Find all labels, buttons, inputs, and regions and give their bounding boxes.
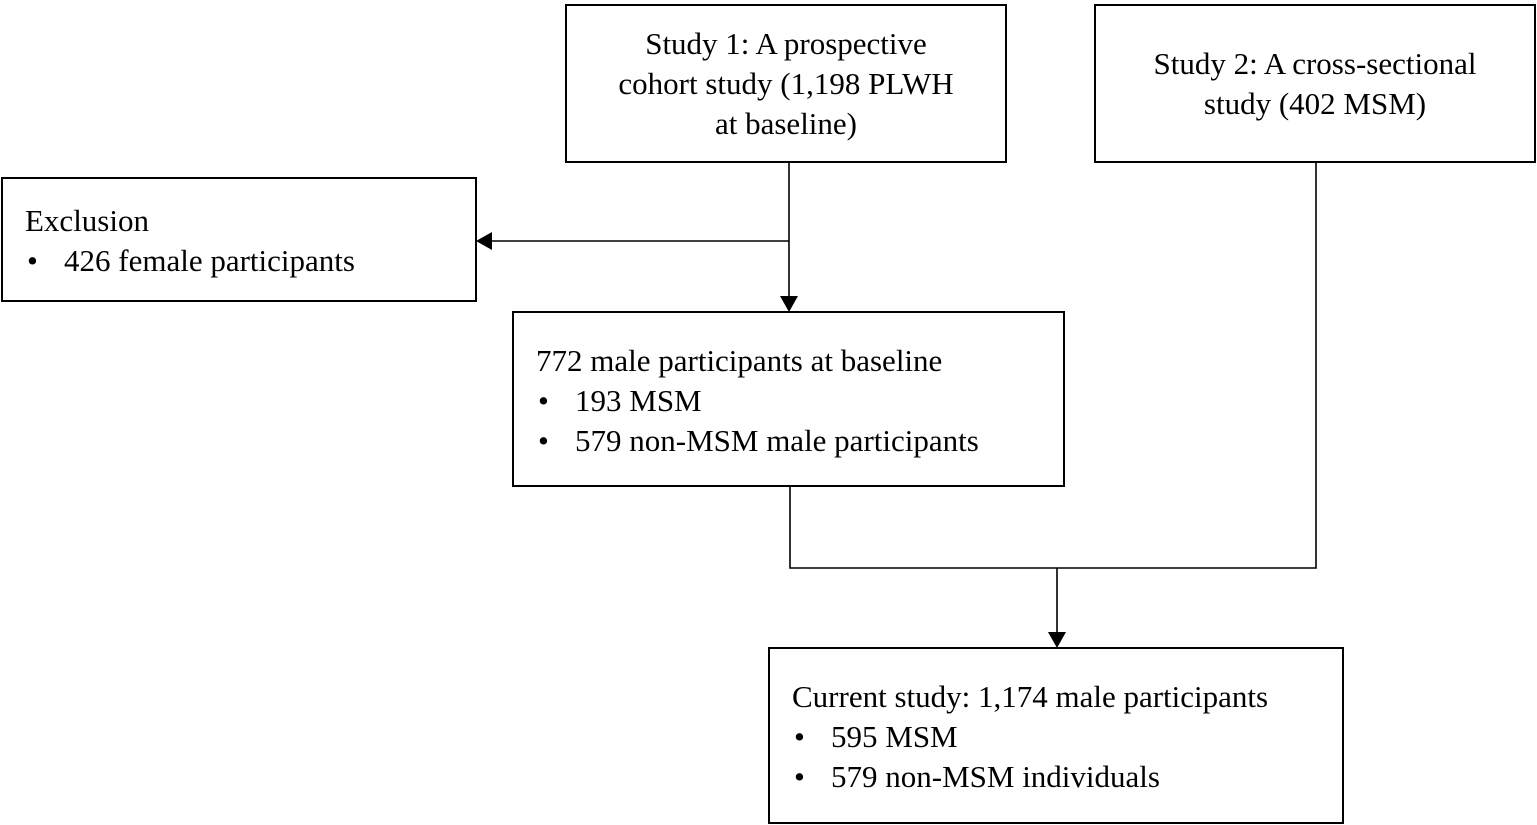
- current-study-bullet-item: • 595 MSM: [792, 717, 1342, 757]
- male-baseline-bullet-text: 193 MSM: [575, 383, 702, 418]
- merge-to-current-arrowhead: [1048, 632, 1066, 648]
- bullet-glyph: •: [538, 383, 549, 418]
- exclusion-bullet-item: • 426 female participants: [25, 241, 475, 281]
- exclusion-bullet-list: • 426 female participants: [25, 241, 475, 281]
- study1-line-1: Study 1: A prospective: [645, 25, 927, 61]
- study1-box: Study 1: A prospective cohort study (1,1…: [565, 4, 1007, 163]
- study2-box: Study 2: A cross-sectional study (402 MS…: [1094, 4, 1536, 163]
- study2-line-2: study (402 MSM): [1203, 85, 1427, 121]
- bullet-glyph: •: [794, 719, 805, 754]
- current-study-bullet-item: • 579 non-MSM individuals: [792, 757, 1342, 797]
- exclusion-arrowhead: [476, 232, 492, 250]
- study2-to-merge-line: [1057, 162, 1317, 569]
- exclusion-heading: Exclusion: [25, 203, 149, 238]
- male-baseline-bullet-text: 579 non-MSM male participants: [575, 423, 979, 458]
- study1-line-3: at baseline): [714, 105, 857, 141]
- current-study-bullet-list: • 595 MSM • 579 non-MSM individuals: [792, 717, 1342, 797]
- male-baseline-bullet-item: • 579 non-MSM male participants: [536, 421, 1063, 461]
- study1-to-baseline-arrowhead: [780, 296, 798, 312]
- baseline-to-merge-line: [789, 486, 1057, 569]
- current-study-box: Current study: 1,174 male participants •…: [768, 647, 1344, 824]
- exclusion-bullet-text: 426 female participants: [64, 243, 355, 278]
- male-baseline-heading: 772 male participants at baseline: [536, 343, 943, 378]
- male-baseline-bullet-list: • 193 MSM • 579 non-MSM male participant…: [536, 381, 1063, 461]
- current-study-heading: Current study: 1,174 male participants: [792, 679, 1269, 714]
- exclusion-box: Exclusion • 426 female participants: [1, 177, 477, 302]
- bullet-glyph: •: [794, 759, 805, 794]
- bullet-glyph: •: [538, 423, 549, 458]
- current-study-bullet-text: 579 non-MSM individuals: [831, 759, 1160, 794]
- current-study-bullet-text: 595 MSM: [831, 719, 958, 754]
- male-baseline-bullet-item: • 193 MSM: [536, 381, 1063, 421]
- study2-line-1: Study 2: A cross-sectional: [1153, 45, 1477, 81]
- male-baseline-box: 772 male participants at baseline • 193 …: [512, 311, 1065, 487]
- bullet-glyph: •: [27, 243, 38, 278]
- study1-line-2: cohort study (1,198 PLWH: [618, 65, 954, 101]
